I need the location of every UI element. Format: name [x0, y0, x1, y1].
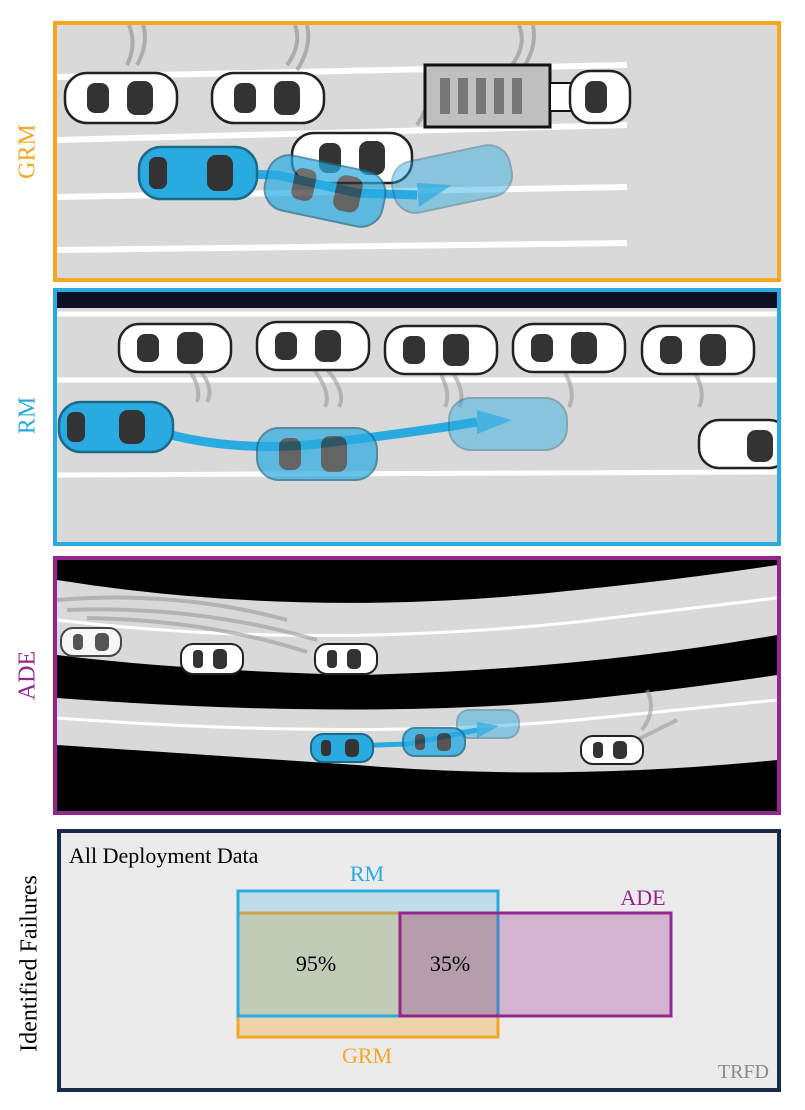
rm-scenario-panel [53, 288, 781, 546]
white-car [180, 643, 244, 675]
white-car [314, 643, 378, 675]
ego-car-ghost [256, 427, 378, 481]
ego-car [310, 733, 374, 763]
white-car [383, 324, 499, 376]
truck [423, 63, 632, 129]
grm-rm-overlap-value: 95% [296, 951, 336, 976]
ego-car-ghost [448, 397, 568, 451]
ade-road-scene [57, 560, 777, 811]
rm-ade-overlap-value: 35% [430, 951, 470, 976]
grm-road-scene [57, 25, 777, 278]
white-car [580, 735, 644, 765]
white-car [511, 322, 627, 374]
identified-failures-panel: All Deployment Data TRFD RM ADE GRM 95% … [57, 829, 781, 1092]
ego-car-ghost [263, 154, 387, 228]
white-car [255, 320, 371, 372]
ego-car-ghost [456, 709, 520, 739]
rm-panel-label: RM [14, 396, 41, 435]
white-car [697, 418, 777, 470]
white-car [640, 324, 756, 376]
venn-axis-label: Identified Failures [16, 875, 43, 1052]
white-car [117, 322, 233, 374]
grm-panel-label: GRM [14, 124, 41, 179]
white-car [210, 71, 326, 125]
ego-car-ghost [390, 144, 514, 214]
all-deployment-data-label: All Deployment Data [69, 843, 259, 868]
ade-set-label: ADE [620, 885, 665, 910]
ade-panel-label: ADE [14, 650, 41, 701]
grm-scenario-panel [53, 21, 781, 282]
rm-set-label: RM [350, 861, 384, 886]
rm-road-scene [57, 292, 777, 542]
watermark: TRFD [717, 1061, 769, 1083]
ego-car-ghost [402, 727, 466, 757]
grm-set-label: GRM [342, 1043, 392, 1068]
ade-set [398, 911, 673, 1018]
ego-car [137, 145, 259, 201]
white-car [60, 627, 122, 657]
ade-scenario-panel [53, 556, 781, 815]
white-car [63, 71, 179, 125]
ego-car [57, 400, 175, 454]
venn-diagram: RM ADE GRM 95% 35% [236, 861, 673, 1068]
